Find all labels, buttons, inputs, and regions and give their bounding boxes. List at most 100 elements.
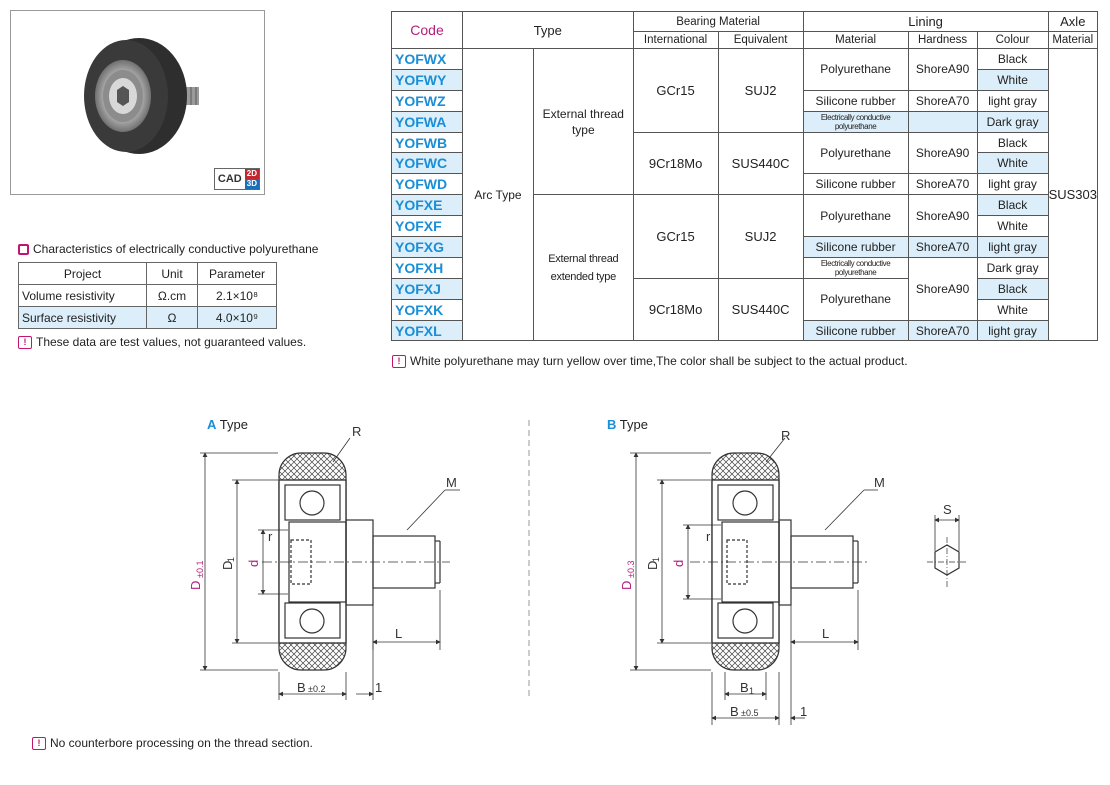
- cell-project: Surface resistivity: [18, 306, 147, 329]
- label-a-D-tol: ±0.1: [195, 561, 205, 578]
- code-cell: YOFXJ: [391, 277, 463, 300]
- type-b-drawing: [630, 437, 967, 725]
- col-unit: Unit: [146, 262, 198, 285]
- product-table: Code Type Bearing Material Lining Axle I…: [391, 11, 1099, 342]
- warning-icon: !: [32, 736, 46, 750]
- cad-badge[interactable]: CAD 2D 3D: [213, 168, 260, 190]
- label-b-M: M: [874, 475, 885, 490]
- hardness-cell: ShoreA70: [907, 89, 978, 112]
- bearing-equiv-cell: SUS440C: [717, 277, 804, 342]
- col-equivalent: Equivalent: [717, 31, 804, 49]
- lining-material-cell: Polyurethane: [802, 194, 909, 238]
- label-a-L: L: [395, 626, 402, 641]
- label-b-B1: B: [740, 680, 749, 695]
- code-cell: YOFWZ: [391, 89, 463, 112]
- warning-icon: !: [392, 354, 406, 368]
- label-a-one: 1: [375, 680, 382, 695]
- product-photo-box: CAD 2D 3D: [10, 10, 265, 195]
- colour-cell: Black: [976, 277, 1049, 300]
- label-b-D1-sub: 1: [651, 557, 661, 562]
- bearing-equiv-cell: SUJ2: [717, 194, 804, 279]
- external-thread-cell: External thread type: [533, 47, 634, 196]
- label-b-one: 1: [800, 704, 807, 719]
- colour-cell: light gray: [976, 89, 1049, 112]
- lining-material-cell: Silicone rubber: [802, 319, 909, 342]
- col-colour: Colour: [976, 31, 1049, 49]
- cell-unit: Ω.cm: [146, 284, 198, 307]
- code-cell: YOFWD: [391, 173, 463, 196]
- cell-unit: Ω: [146, 306, 198, 329]
- cad-3d-label: 3D: [244, 179, 259, 189]
- label-a-D1-sub: 1: [226, 557, 236, 562]
- label-a-r: r: [268, 529, 273, 544]
- code-cell: YOFXE: [391, 194, 463, 217]
- hardness-cell: ShoreA90: [907, 256, 978, 321]
- code-cell: YOFXG: [391, 236, 463, 258]
- lining-material-cell: Silicone rubber: [802, 236, 909, 258]
- colour-cell: Black: [976, 48, 1049, 70]
- label-a-D1: D: [220, 561, 235, 570]
- cad-label: CAD: [217, 173, 242, 185]
- arc-type-cell: Arc Type: [462, 47, 534, 342]
- bearing-equiv-cell: SUJ2: [717, 48, 804, 133]
- bottom-note: ! No counterbore processing on the threa…: [32, 736, 313, 750]
- colour-cell: Dark gray: [976, 110, 1049, 133]
- type-a-drawing: [200, 437, 460, 700]
- hardness-cell: ShoreA90: [907, 48, 978, 91]
- square-bullet-icon: [18, 243, 29, 255]
- label-b-d: d: [671, 560, 686, 567]
- lining-material-cell: Silicone rubber: [802, 89, 909, 112]
- label-a-R: R: [352, 424, 361, 439]
- label-b-L: L: [822, 626, 829, 641]
- colour-cell: light gray: [976, 173, 1049, 196]
- label-a-D: D: [188, 581, 203, 590]
- bearing-intl-cell: 9Cr18Mo: [632, 277, 719, 342]
- label-b-S: S: [943, 502, 952, 517]
- code-cell: YOFWC: [391, 152, 463, 175]
- label-b-B: B: [730, 704, 739, 719]
- label-b-R: R: [781, 428, 790, 443]
- label-a-M: M: [446, 475, 457, 490]
- label-b-D-tol: ±0.3: [626, 561, 636, 578]
- type-b-label: B Type: [607, 417, 648, 432]
- hardness-cell: ShoreA70: [907, 319, 978, 342]
- colour-cell: Black: [976, 194, 1049, 217]
- lining-material-cell: Silicone rubber: [802, 173, 909, 196]
- code-cell: YOFXK: [391, 298, 463, 321]
- code-cell: YOFXF: [391, 215, 463, 238]
- label-b-r: r: [706, 529, 711, 544]
- colour-cell: White: [976, 68, 1049, 91]
- label-a-d: d: [246, 560, 261, 567]
- hardness-cell: ShoreA90: [907, 131, 978, 175]
- col-code: Code: [391, 11, 463, 49]
- label-b-B1-sub: 1: [749, 686, 754, 696]
- col-lining-material: Material: [802, 31, 909, 49]
- hardness-cell: [907, 110, 978, 133]
- col-project: Project: [18, 262, 147, 285]
- label-b-B-tol: ±0.5: [741, 708, 758, 718]
- colour-cell: light gray: [976, 319, 1049, 342]
- colour-cell: White: [976, 152, 1049, 175]
- warning-icon: !: [18, 335, 32, 349]
- col-parameter: Parameter: [197, 262, 277, 285]
- lining-material-cell: Polyurethane: [802, 277, 909, 321]
- characteristics-title: Characteristics of electrically conducti…: [18, 242, 318, 256]
- external-thread-extended-cell: External thread extended type: [533, 194, 634, 342]
- label-a-B-tol: ±0.2: [308, 684, 325, 694]
- col-bearing-material: Bearing Material: [632, 11, 804, 32]
- colour-cell: light gray: [976, 236, 1049, 258]
- table-note: ! White polyurethane may turn yellow ove…: [392, 354, 908, 368]
- type-a-label: A Type: [207, 417, 248, 432]
- colour-cell: White: [976, 298, 1049, 321]
- code-cell: YOFWY: [391, 68, 463, 91]
- characteristics-table: Project Unit Parameter Volume resistivit…: [18, 262, 277, 329]
- axle-material-cell: SUS303: [1047, 47, 1099, 342]
- label-b-D1: D: [645, 561, 660, 570]
- colour-cell: Black: [976, 131, 1049, 154]
- code-cell: YOFWX: [391, 48, 463, 70]
- cell-parameter: 4.0×10⁹: [197, 306, 277, 329]
- col-type: Type: [462, 11, 634, 49]
- bearing-intl-cell: GCr15: [632, 194, 719, 279]
- code-cell: YOFXL: [391, 319, 463, 342]
